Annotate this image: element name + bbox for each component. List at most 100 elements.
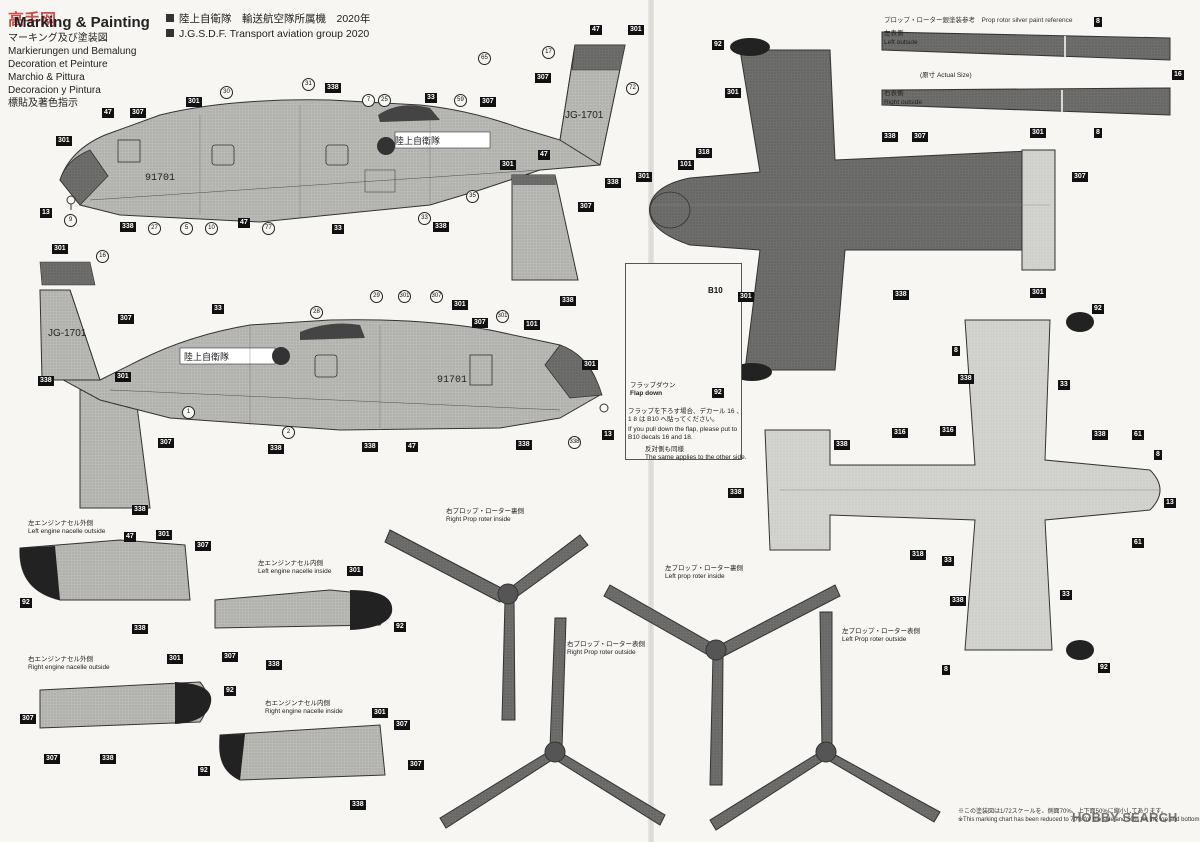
decal-tag: 92 [712, 40, 724, 50]
serial-marking-lower: 91701 [437, 375, 467, 386]
decal-tag: 47 [124, 532, 136, 542]
decal-tag: 47 [406, 442, 418, 452]
decal-tag: 301 [52, 244, 68, 254]
callout-number: 35 [466, 190, 479, 203]
callout-number: 338 [568, 436, 581, 449]
label-right-prop-inside-jp: 右プロップ・ローター裏側 [446, 508, 524, 515]
decal-tag: 338 [362, 442, 378, 452]
decal-tag: 307 [118, 314, 134, 324]
label-left-nacelle-outside-jp: 左エンジンナセル外側 [28, 520, 93, 527]
flap-same-jp: 反対側も同様 [645, 446, 684, 453]
footer-note: ※この塗装図は1/72スケールを、側面70%、上下面50%に縮小してあります。 … [958, 808, 1200, 824]
label-right-nacelle-inside-jp: 右エンジンナセル内側 [265, 700, 330, 707]
label-right-nacelle-inside-en: Right engine nacelle inside [265, 708, 343, 715]
rotor-ref-right-en: Right outside [884, 99, 922, 106]
decal-tag: 92 [198, 766, 210, 776]
callout-number: 2 [282, 426, 295, 439]
label-left-prop-outside-jp: 左プロップ・ローター表側 [842, 628, 920, 635]
decal-tag: 92 [1092, 304, 1104, 314]
decal-tag: 338 [38, 376, 54, 386]
callout-number: 65 [478, 52, 491, 65]
label-left-nacelle-inside-jp: 左エンジンナセル内側 [258, 560, 323, 567]
decal-tag: 338 [882, 132, 898, 142]
lang-it: Marchio & Pittura [8, 72, 85, 83]
flap-title-jp: フラップダウン [630, 382, 676, 389]
decal-tag: 316 [940, 426, 956, 436]
decal-tag: 338 [350, 800, 366, 810]
decal-tag: 92 [394, 622, 406, 632]
decal-tag: 338 [120, 222, 136, 232]
decal-tag: 338 [266, 660, 282, 670]
side-view-right [39, 261, 609, 431]
top-view [649, 38, 1056, 381]
fin-detail-1 [511, 174, 579, 281]
decal-tag: 8 [1154, 450, 1162, 460]
decal-tag: 33 [1060, 590, 1072, 600]
callout-number: 31 [302, 78, 315, 91]
label-left-prop-inside-en: Left prop roter inside [665, 573, 725, 580]
decal-tag: 301 [452, 300, 468, 310]
decal-tag: 301 [1030, 288, 1046, 298]
decal-tag: 301 [347, 566, 363, 576]
decal-tag: 301 [156, 530, 172, 540]
flap-title-en: Flap down [630, 390, 663, 397]
decal-tag: 307 [130, 108, 146, 118]
decal-tag: 338 [132, 505, 148, 515]
decal-tag: 338 [560, 296, 576, 306]
decal-tag: 301 [725, 88, 741, 98]
label-left-nacelle-inside-en: Left engine nacelle inside [258, 568, 332, 575]
decal-tag: 33 [212, 304, 224, 314]
decal-tag: 101 [524, 320, 540, 330]
lang-jp: マーキング及び塗装図 [8, 33, 108, 44]
decal-tag: 301 [167, 654, 183, 664]
footer-note-en: ※This marking chart has been reduced to … [958, 817, 1200, 823]
rotor-paint-reference [881, 31, 1171, 116]
unit-caption-jp: 陸上自衛隊 輸送航空隊所属機 2020年 [166, 12, 370, 27]
rotor-ref-left-en: Left outside [884, 39, 918, 46]
decal-tag: 338 [605, 178, 621, 188]
brand-watermark: HOBBY SEARCH [1072, 810, 1178, 825]
decal-tag: 338 [1092, 430, 1108, 440]
callout-number: 77 [262, 222, 275, 235]
nacelles [19, 539, 393, 781]
callout-number: 33 [418, 212, 431, 225]
decal-tag: 307 [20, 714, 36, 724]
decal-tag: 338 [132, 624, 148, 634]
callout-number: 30 [220, 86, 233, 99]
callout-number: 10 [205, 222, 218, 235]
label-right-nacelle-outside-en: Right engine nacelle outside [28, 664, 110, 671]
decal-tag: 301 [186, 97, 202, 107]
footer-note-jp: ※この塗装図は1/72スケールを、側面70%、上下面50%に縮小してあります。 [958, 809, 1167, 815]
decal-tag: 13 [40, 208, 52, 218]
decal-tag: 307 [222, 652, 238, 662]
decal-tag: 338 [893, 290, 909, 300]
decal-tag: 301 [1030, 128, 1046, 138]
decal-tag: 8 [1094, 17, 1102, 27]
decal-tag: 307 [578, 202, 594, 212]
watermark-logo: 高手网 [8, 12, 57, 29]
rotors [384, 529, 941, 831]
decal-tag: 47 [238, 218, 250, 228]
flap-down-box: B10 フラップダウン Flap down [625, 263, 742, 460]
decal-tag: 318 [696, 148, 712, 158]
decal-tag: 307 [195, 541, 211, 551]
decal-tag: 301 [738, 292, 754, 302]
label-right-prop-outside-en: Right Prop roter outside [567, 649, 636, 656]
callout-number: 29 [370, 290, 383, 303]
callout-number: 25 [378, 94, 391, 107]
title-languages: マーキング及び塗装図 Markierungen und Bemalung Dec… [8, 32, 136, 110]
lang-de: Markierungen und Bemalung [8, 46, 137, 57]
callout-number: 17 [542, 46, 555, 59]
decal-tag: 101 [678, 160, 694, 170]
decal-tag: 8 [942, 665, 950, 675]
decal-tag: 307 [912, 132, 928, 142]
decal-tag: 301 [582, 360, 598, 370]
decal-tag: 338 [950, 596, 966, 606]
roundel-text-lower: 陸上自衛隊 [184, 351, 229, 363]
decal-tag: 47 [590, 25, 602, 35]
decal-tag: 33 [425, 93, 437, 103]
label-left-nacelle-outside-en: Left engine nacelle outside [28, 528, 106, 535]
callout-number: 5 [180, 222, 193, 235]
